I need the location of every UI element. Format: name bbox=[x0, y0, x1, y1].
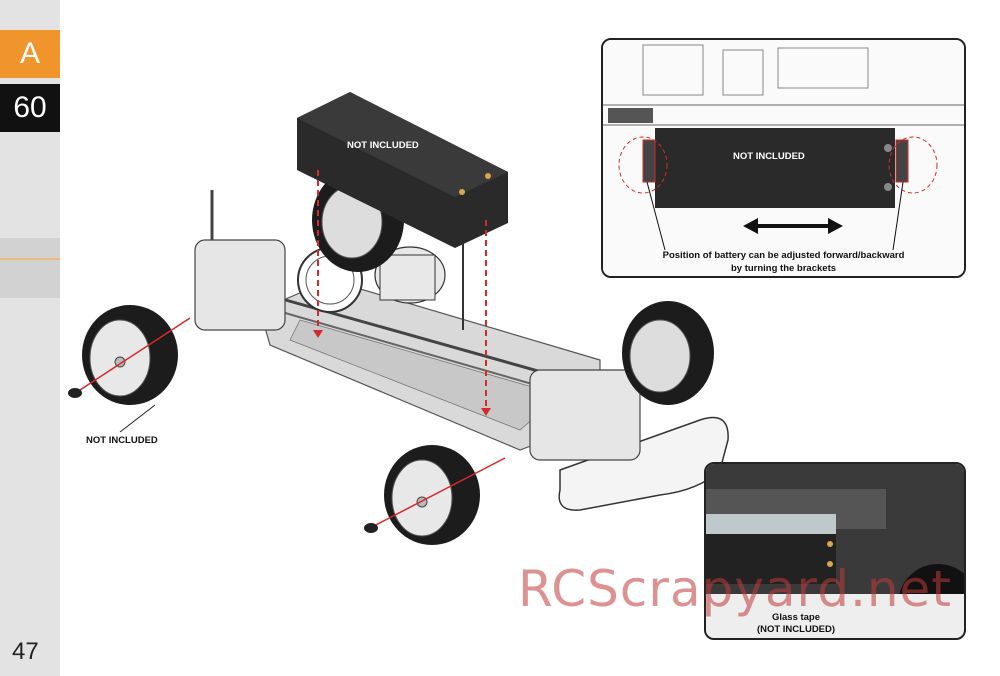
inset-battery-label: NOT INCLUDED bbox=[733, 151, 805, 162]
sidebar-accent-line bbox=[0, 258, 60, 260]
sidebar: A 60 47 bbox=[0, 0, 60, 676]
rear-suspension bbox=[194, 239, 286, 331]
wheel-not-included-label: NOT INCLUDED bbox=[86, 435, 158, 446]
battery-adjust-inset: NOT INCLUDED Position of battery can be … bbox=[601, 38, 966, 278]
battery-adjust-drawing bbox=[603, 40, 964, 276]
page-number: 47 bbox=[12, 638, 39, 665]
step-number: 60 bbox=[0, 84, 60, 132]
glass-tape-photo bbox=[706, 464, 964, 638]
front-suspension bbox=[529, 369, 641, 461]
adjust-note-line1: Position of battery can be adjusted forw… bbox=[662, 250, 905, 261]
section-letter: A bbox=[0, 30, 60, 78]
front-bumper bbox=[558, 416, 729, 511]
glass-tape-inset: Glass tape (NOT INCLUDED) bbox=[704, 462, 966, 640]
adjust-note-line2: by turning the brackets bbox=[730, 263, 837, 274]
sidebar-stripe bbox=[0, 238, 60, 298]
glass-tape-label-line1: Glass tape bbox=[771, 612, 821, 623]
battery-not-included-label: NOT INCLUDED bbox=[347, 140, 419, 151]
watermark-text: RCScrapyard.net bbox=[518, 560, 952, 618]
glass-tape-label-line2: (NOT INCLUDED) bbox=[756, 624, 836, 635]
chassis-illustration bbox=[68, 92, 729, 545]
